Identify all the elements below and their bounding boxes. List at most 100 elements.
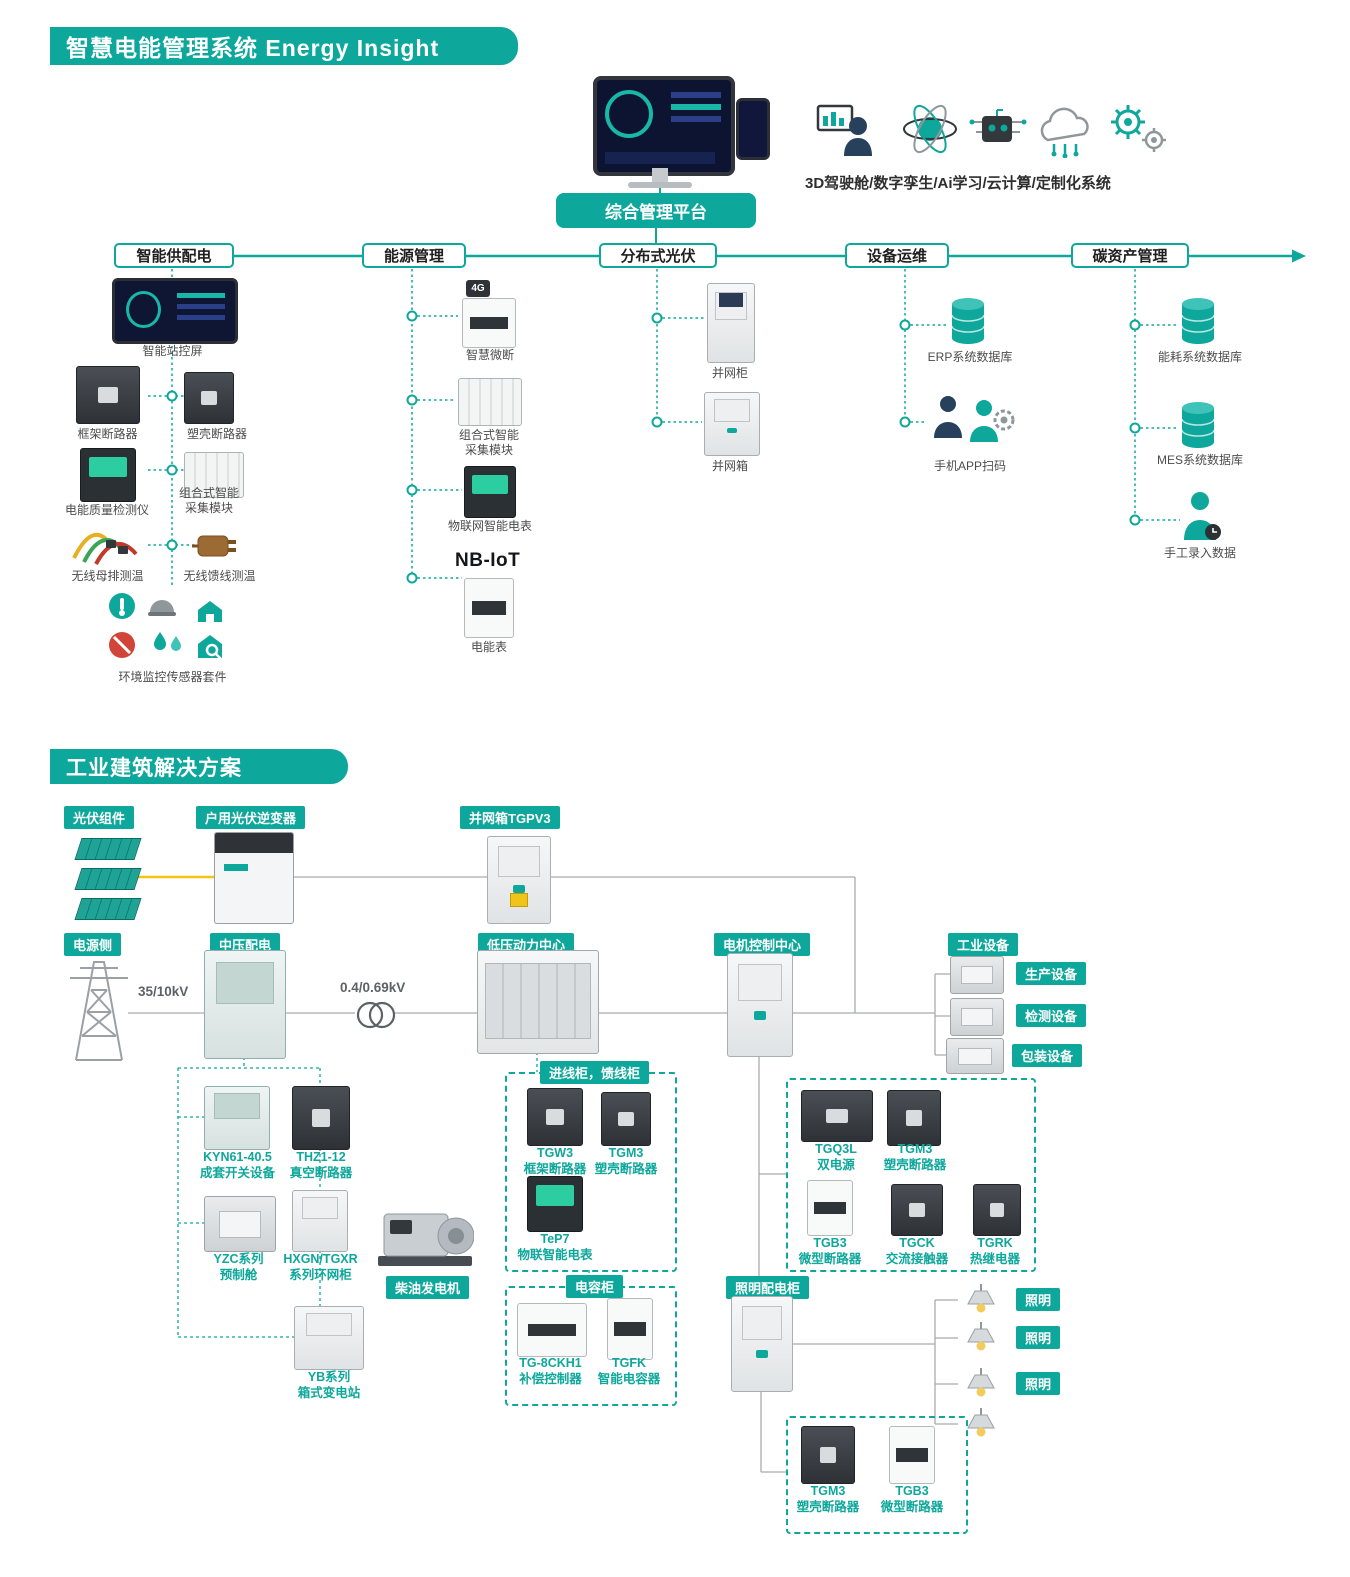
solar-panel-image bbox=[74, 838, 142, 860]
thz1-vacuum-breaker-image bbox=[292, 1086, 350, 1150]
product-name: 微型断路器 bbox=[798, 1251, 862, 1266]
item-label: 能耗系统数据库 bbox=[1157, 350, 1242, 364]
ai-robot-icon bbox=[969, 109, 1027, 142]
busbar-temp-wires-image bbox=[72, 532, 138, 565]
iot-smart-meter-image bbox=[464, 466, 516, 518]
dashboard-panel bbox=[605, 152, 715, 164]
product-name: 热继电器 bbox=[969, 1251, 1020, 1266]
product-name: 微型断路器 bbox=[880, 1499, 944, 1514]
dashboard-bar bbox=[671, 116, 721, 122]
4g-badge: 4G bbox=[466, 280, 490, 297]
item-label: 物联网智能电表 bbox=[447, 519, 532, 533]
mes-database-icon bbox=[1181, 402, 1215, 448]
product-model: TGQ3L bbox=[815, 1142, 857, 1156]
grid-connection-cabinet-image bbox=[707, 283, 755, 363]
item-label: 智慧微断 bbox=[465, 348, 514, 362]
item-label: 手工录入数据 bbox=[1163, 546, 1236, 560]
product-caption: YZC系列 预制舱 bbox=[196, 1252, 281, 1283]
tag-incoming-feeder-cabinet: 进线柜，馈线柜 bbox=[540, 1061, 650, 1084]
lighting-products-group-box bbox=[786, 1416, 968, 1534]
tgm3-mccb-image bbox=[887, 1090, 941, 1146]
tag-lighting: 照明 bbox=[1016, 1326, 1061, 1349]
product-caption: THZ1-12 真空断路器 bbox=[280, 1150, 362, 1181]
product-model: TGRK bbox=[977, 1236, 1013, 1250]
smart-mini-breaker-image bbox=[462, 298, 516, 348]
monitor-base bbox=[628, 182, 692, 188]
product-model: TGM3 bbox=[897, 1142, 933, 1156]
branch-distributed-pv[interactable]: 分布式光伏 bbox=[599, 243, 717, 268]
section2-title-banner: 工业建筑解决方案 bbox=[50, 749, 348, 784]
warning-sticker bbox=[510, 893, 528, 907]
mcc-cabinet-image bbox=[727, 953, 793, 1057]
item-label: 并网柜 bbox=[711, 366, 748, 380]
tag-diesel-generator: 柴油发电机 bbox=[386, 1276, 470, 1299]
product-caption: TGFK 智能电容器 bbox=[596, 1356, 662, 1387]
transmission-tower-icon bbox=[70, 961, 128, 1061]
tag-pv-modules: 光伏组件 bbox=[64, 806, 135, 829]
lighting-cabinet-image bbox=[731, 1296, 793, 1392]
item-label: 环境监控传感器套件 bbox=[118, 670, 227, 684]
lv-power-center-image bbox=[477, 950, 599, 1054]
dashboard-bar bbox=[671, 92, 721, 98]
product-model: TGM3 bbox=[810, 1484, 846, 1498]
branch-energy-management[interactable]: 能源管理 bbox=[362, 243, 466, 268]
branch-smart-power-distribution[interactable]: 智能供配电 bbox=[114, 243, 234, 268]
tag-motor-control-center: 电机控制中心 bbox=[714, 933, 811, 956]
product-model: TGFK bbox=[611, 1356, 647, 1370]
item-label: 组合式智能采集模块 bbox=[178, 486, 239, 515]
atom-digital-twin-icon bbox=[903, 104, 957, 154]
item-label: 塑壳断路器 bbox=[186, 427, 247, 441]
product-caption: TGQ3L 双电源 bbox=[800, 1142, 872, 1173]
pv-inverter-image bbox=[214, 832, 294, 924]
frame-breaker-image bbox=[76, 366, 140, 424]
branch-equipment-ops[interactable]: 设备运维 bbox=[845, 243, 949, 268]
capabilities-caption: 3D驾驶舱/数字孪生/Ai学习/云计算/定制化系统 bbox=[805, 175, 1111, 192]
mcc-products-group-box bbox=[786, 1078, 1036, 1272]
solar-panel-image bbox=[74, 868, 142, 890]
monitor-stand bbox=[652, 168, 668, 182]
tag-lighting: 照明 bbox=[1016, 1288, 1061, 1311]
packaging-equipment-image bbox=[946, 1038, 1004, 1074]
tep7-iot-meter-image bbox=[527, 1176, 583, 1232]
product-caption: TGRK 热继电器 bbox=[962, 1236, 1028, 1267]
product-name: 补偿控制器 bbox=[519, 1371, 582, 1386]
item-label: 并网箱 bbox=[711, 459, 748, 473]
product-name: 预制舱 bbox=[219, 1267, 258, 1282]
dashboard-monitor bbox=[593, 76, 735, 176]
yb-box-substation-image bbox=[294, 1306, 364, 1370]
product-model: TGB3 bbox=[813, 1236, 847, 1250]
tgb3-mcb-image bbox=[807, 1180, 853, 1236]
product-name: 框架断路器 bbox=[523, 1161, 587, 1176]
cloud-computing-icon bbox=[1040, 107, 1089, 158]
tg8ckh1-controller-image bbox=[517, 1303, 587, 1357]
tag-power-source-side: 电源侧 bbox=[64, 933, 122, 956]
product-name: 智能电容器 bbox=[597, 1371, 661, 1386]
tgpv3-grid-box-image bbox=[487, 836, 551, 924]
product-caption: TGB3 微型断路器 bbox=[796, 1236, 864, 1267]
grid-connection-box-image bbox=[704, 392, 760, 456]
tgm3-mccb-image bbox=[801, 1426, 855, 1484]
product-caption: TGM3 塑壳断路器 bbox=[880, 1142, 950, 1173]
branch-carbon-asset[interactable]: 碳资产管理 bbox=[1071, 243, 1189, 268]
product-model: TGCK bbox=[899, 1236, 935, 1250]
column-dashed-lines bbox=[148, 269, 1180, 588]
product-model: TG-8CKH1 bbox=[519, 1356, 582, 1370]
lamp-icon bbox=[967, 1368, 995, 1397]
lamp-icon bbox=[967, 1322, 995, 1351]
tag-lighting: 照明 bbox=[1016, 1372, 1061, 1395]
tag-residential-inverter: 户用光伏逆变器 bbox=[196, 806, 306, 829]
product-model: YB系列 bbox=[307, 1370, 351, 1384]
product-model: TeP7 bbox=[540, 1232, 570, 1246]
product-model: TGM3 bbox=[608, 1146, 644, 1160]
solar-panel-image bbox=[74, 898, 142, 920]
product-model: TGB3 bbox=[895, 1484, 929, 1498]
kyn61-switchgear-image bbox=[204, 1086, 270, 1150]
tgb3-mcb-image bbox=[889, 1426, 935, 1484]
erp-database-icon bbox=[951, 298, 985, 344]
tag-industrial-equipment: 工业设备 bbox=[948, 933, 1019, 956]
production-equipment-image bbox=[950, 956, 1004, 994]
product-model: KYN61-40.5 bbox=[203, 1150, 272, 1164]
platform-button[interactable]: 综合管理平台 bbox=[556, 193, 756, 228]
product-caption: TG-8CKH1 补偿控制器 bbox=[508, 1356, 593, 1387]
section1-title-banner: 智慧电能管理系统 Energy Insight bbox=[50, 27, 518, 65]
